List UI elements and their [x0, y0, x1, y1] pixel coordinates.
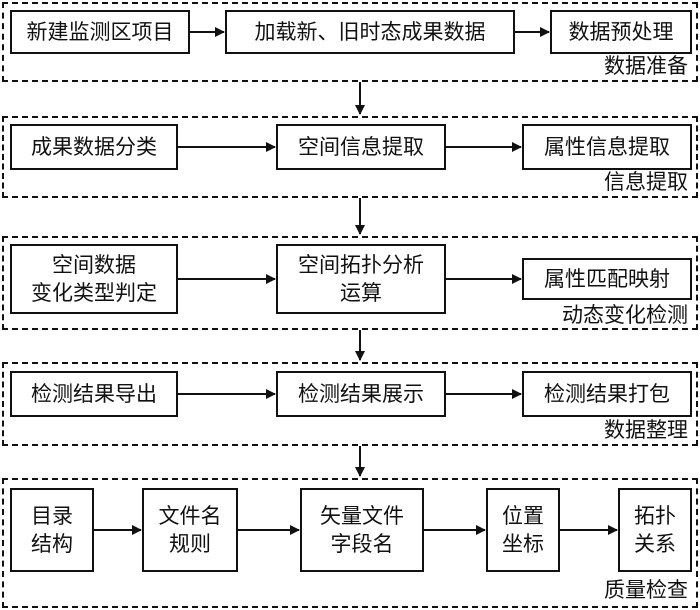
- node-load-temporal-data: 加载新、旧时态成果数据: [225, 10, 515, 54]
- node-attribute-info-extraction: 属性信息提取: [522, 124, 692, 170]
- stage-label: 数据准备: [604, 54, 688, 78]
- node-spatial-info-extraction: 空间信息提取: [276, 124, 446, 170]
- stage-label: 质量检查: [604, 578, 688, 602]
- node-filename-rules: 文件名 规则: [142, 488, 238, 572]
- node-topology-relations: 拓扑 关系: [618, 488, 692, 572]
- stage-label: 动态变化检测: [562, 303, 688, 327]
- node-result-packaging: 检测结果打包: [522, 371, 692, 417]
- node-directory-structure: 目录 结构: [10, 488, 94, 572]
- node-data-preprocessing: 数据预处理: [550, 10, 692, 54]
- stage-quality-check: 质量检查: [2, 478, 698, 608]
- stage-information-extraction: 信息提取: [2, 116, 698, 198]
- node-topology-analysis: 空间拓扑分析 运算: [276, 244, 446, 314]
- stage-label: 信息提取: [604, 170, 688, 194]
- node-result-display: 检测结果展示: [276, 371, 446, 417]
- node-new-monitoring-project: 新建监测区项目: [10, 10, 190, 54]
- node-data-classification: 成果数据分类: [10, 124, 178, 170]
- stage-data-organization: 数据整理: [2, 362, 698, 446]
- stage-data-preparation: 数据准备: [2, 2, 698, 82]
- node-change-type-determination: 空间数据 变化类型判定: [10, 244, 178, 314]
- node-attribute-matching: 属性匹配映射: [522, 258, 692, 300]
- node-result-export: 检测结果导出: [10, 371, 178, 417]
- stage-label: 数据整理: [604, 418, 688, 442]
- node-position-coordinates: 位置 坐标: [486, 488, 560, 572]
- stage-dynamic-change-detection: 动态变化检测: [2, 236, 698, 330]
- node-vector-field-names: 矢量文件 字段名: [300, 488, 424, 572]
